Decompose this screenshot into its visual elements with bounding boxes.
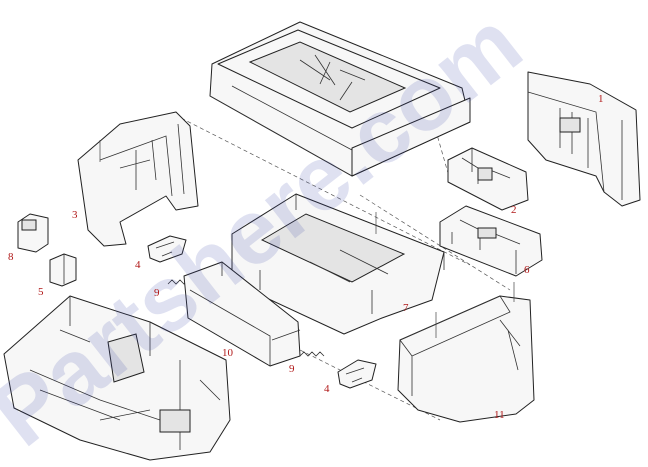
callout-4-lower: 4 (324, 383, 330, 395)
part-2-bracket (447, 147, 529, 211)
callout-7: 7 (403, 302, 409, 314)
callout-6: 6 (524, 264, 530, 276)
part-11-front-cover (397, 282, 535, 423)
part-8-cartridge (17, 213, 49, 253)
callout-10: 10 (222, 347, 234, 359)
callout-11: 11 (494, 409, 505, 421)
part-3-left-side-panel (77, 111, 199, 247)
part-5-block (49, 253, 77, 287)
part-10-tray (183, 261, 301, 367)
part-4-latch-lower (337, 359, 377, 389)
part-6-mechanism (439, 205, 543, 277)
scanner-lid-assembly (209, 21, 471, 177)
part-1-right-side-cover (527, 71, 641, 207)
callout-5: 5 (38, 286, 44, 298)
callout-9-upper: 9 (154, 287, 160, 299)
print-engine-assembly (3, 295, 231, 461)
callout-1: 1 (598, 93, 604, 105)
part-4-latch-upper (147, 235, 187, 263)
callout-8: 8 (8, 251, 14, 263)
callout-3: 3 (72, 209, 78, 221)
callout-4-upper: 4 (135, 259, 141, 271)
callout-9-lower: 9 (289, 363, 295, 375)
part-9-spring-lower (299, 351, 325, 357)
callout-2: 2 (511, 204, 517, 216)
callout-labels: 1 2 3 4 4 5 6 7 8 9 9 10 11 (8, 93, 604, 421)
